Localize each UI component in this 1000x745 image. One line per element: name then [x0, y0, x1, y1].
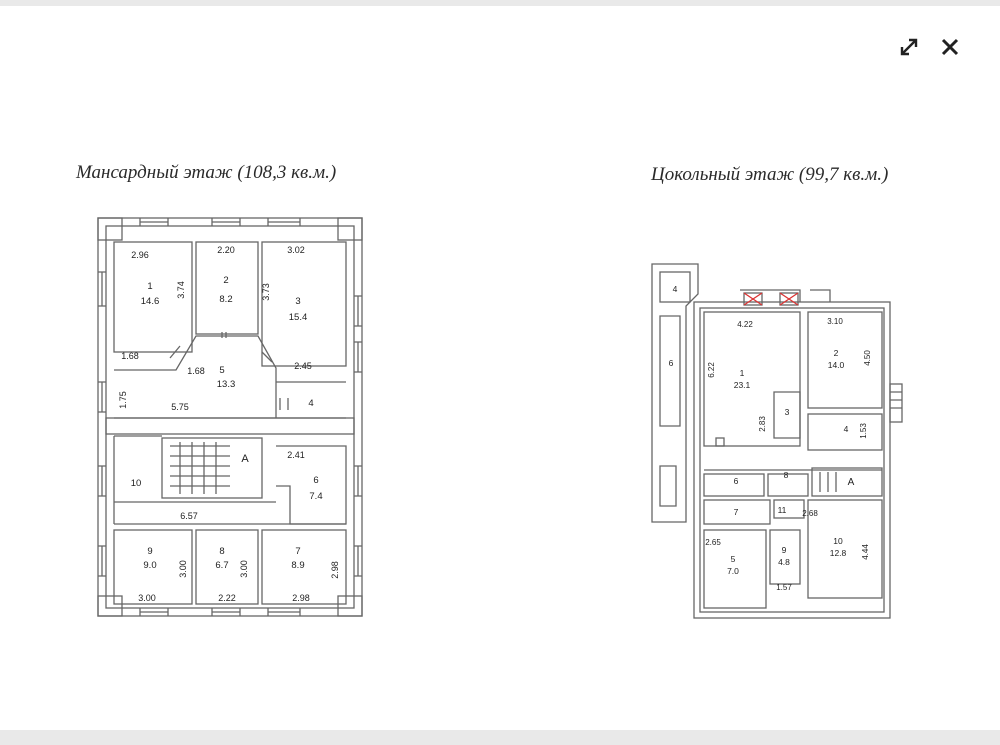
attic-dim-4: 3.74 — [176, 281, 186, 299]
attic-room-3-area: 15.4 — [289, 312, 308, 323]
attic-room-7-area: 8.9 — [291, 560, 304, 571]
attic-dim-7: 1.68 — [187, 366, 205, 376]
basement-room-2-id: 2 — [834, 348, 839, 358]
basement-room-4-id: 4 — [844, 424, 849, 434]
basement-room-1-area: 23.1 — [734, 380, 751, 390]
attic-dim-1: 2.96 — [131, 250, 149, 260]
attic-room-2-id: 2 — [223, 275, 228, 286]
attic-room-6-area: 7.4 — [309, 491, 322, 502]
basement-dim-10: 1.57 — [776, 583, 792, 592]
diagonal-arrows-icon — [900, 38, 918, 56]
attic-dim-16: 3.00 — [138, 593, 156, 603]
attic-room-1-id: 1 — [147, 281, 152, 292]
attic-dim-6: 1.68 — [121, 351, 139, 361]
basement-room-2-area: 14.0 — [828, 360, 845, 370]
attic-room-6-id: 6 — [313, 475, 318, 486]
attic-dim-8: 2.45 — [294, 361, 312, 371]
attic-dim-3: 3.02 — [287, 245, 305, 255]
attic-floor-plan: 2.96 2.20 3.02 3.74 3.73 1.68 1.68 2.45 … — [97, 217, 363, 617]
attic-dim-12: 6.57 — [180, 511, 198, 521]
basement-room-10-id: 10 — [833, 536, 843, 546]
attic-room-10-id: 10 — [131, 478, 142, 489]
basement-dim-6: 1.53 — [859, 423, 868, 439]
basement-floor-title: Цокольный этаж (99,7 кв.м.) — [651, 164, 889, 185]
attic-room-5-id: 5 — [219, 365, 224, 376]
attic-room-9-area: 9.0 — [143, 560, 156, 571]
basement-dim-7: 2.65 — [705, 538, 721, 547]
attic-dim-5: 3.73 — [261, 283, 271, 301]
basement-room-6-id: 6 — [734, 476, 739, 486]
close-button[interactable] — [935, 32, 965, 62]
basement-dim-2: 3.10 — [827, 317, 843, 326]
basement-floor-plan: 4.22 3.10 6.22 4.50 2.83 1.53 2.65 2.68 … — [651, 263, 903, 619]
attic-room-2-area: 8.2 — [219, 294, 232, 305]
basement-room-3-id: 3 — [785, 407, 790, 417]
attic-dim-13: 3.00 — [178, 560, 188, 578]
attic-room-5-area: 13.3 — [217, 379, 236, 390]
attic-dim-18: 2.98 — [292, 593, 310, 603]
basement-room-7-id: 7 — [734, 507, 739, 517]
expand-button[interactable] — [894, 32, 924, 62]
attic-room-8-area: 6.7 — [215, 560, 228, 571]
attic-room-3-id: 3 — [295, 296, 300, 307]
basement-dim-4: 4.50 — [863, 350, 872, 366]
attic-dim-2: 2.20 — [217, 245, 235, 255]
basement-stair-label: A — [848, 477, 855, 488]
basement-room-11-id: 11 — [778, 505, 787, 515]
attic-room-8-id: 8 — [219, 546, 224, 557]
attic-dim-15: 2.98 — [330, 561, 340, 579]
attic-dim-14: 3.00 — [239, 560, 249, 578]
image-viewer-modal: Мансардный этаж (108,3 кв.м.) Цокольный … — [0, 6, 1000, 730]
attic-dim-11: 2.41 — [287, 450, 305, 460]
basement-room-5-id: 5 — [731, 554, 736, 564]
basement-dim-5: 2.83 — [758, 416, 767, 432]
attic-stair-label: A — [241, 453, 249, 465]
basement-dim-9: 4.44 — [861, 544, 870, 560]
close-x-icon — [941, 38, 959, 56]
attic-room-1-area: 14.6 — [141, 296, 160, 307]
attic-floor-title: Мансардный этаж (108,3 кв.м.) — [76, 162, 337, 183]
basement-room-10-area: 12.8 — [830, 548, 847, 558]
attic-dim-9: 1.75 — [118, 391, 128, 409]
basement-dim-8: 2.68 — [802, 509, 818, 518]
basement-room-9-id: 9 — [782, 545, 787, 555]
attic-room-4-id: 4 — [308, 398, 313, 409]
attic-dim-10: 5.75 — [171, 402, 189, 412]
attic-room-7-id: 7 — [295, 546, 300, 557]
basement-room-9-area: 4.8 — [778, 557, 790, 567]
basement-dim-3: 6.22 — [707, 362, 716, 378]
basement-room-1-id: 1 — [740, 368, 745, 378]
attic-dim-17: 2.22 — [218, 593, 236, 603]
basement-side-label-mid: 6 — [669, 358, 674, 368]
basement-room-8-id: 8 — [784, 470, 789, 480]
basement-side-label-top: 4 — [673, 284, 678, 294]
basement-room-8b-area: 7.0 — [727, 566, 739, 576]
basement-dim-1: 4.22 — [737, 320, 753, 329]
attic-room-9-id: 9 — [147, 546, 152, 557]
